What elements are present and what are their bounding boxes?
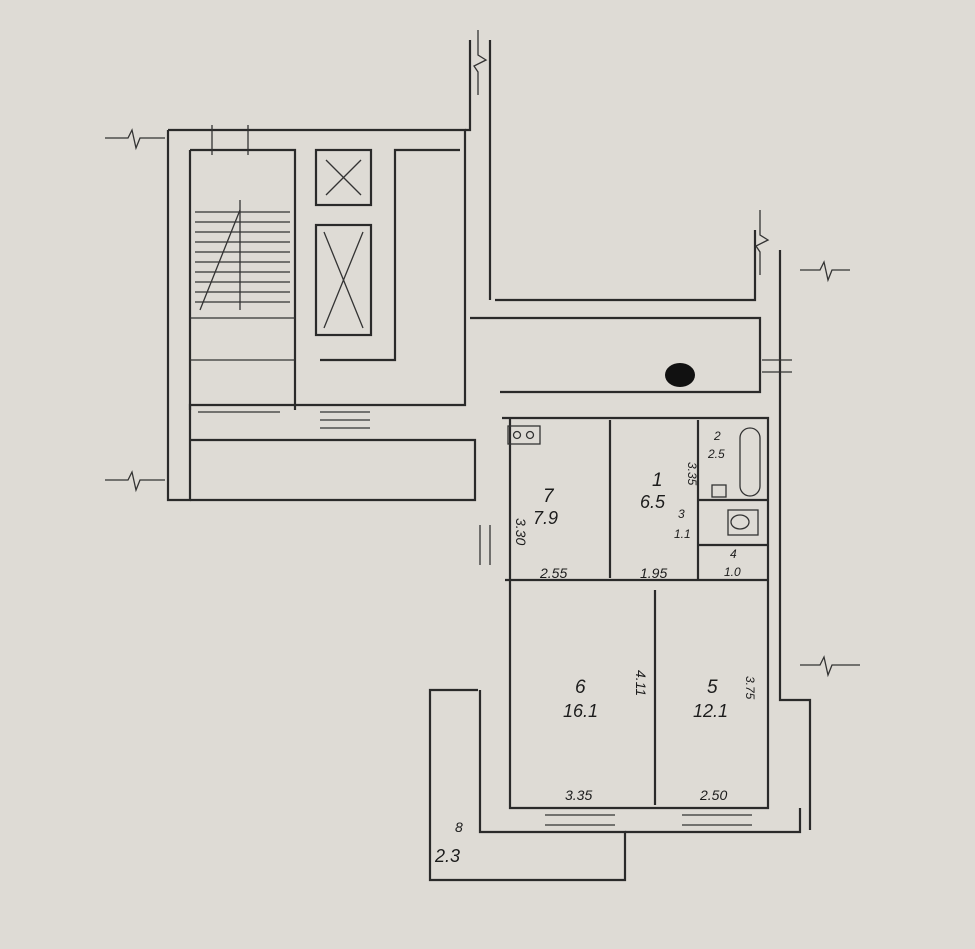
wall-break-markers: [105, 30, 488, 493]
room-2-number: 2: [713, 429, 721, 443]
stove-icon: [507, 425, 541, 445]
toilet-tank-icon: [727, 509, 759, 536]
room-5-number: 5: [707, 677, 718, 698]
room-1-number: 1: [652, 470, 663, 491]
room-5-area: 12.1: [693, 701, 728, 721]
room-2-area: 2.5: [707, 447, 725, 461]
corridor-break-markers: [755, 210, 860, 678]
dim-room-6-width: 3.35: [565, 787, 592, 803]
room-3-number: 3: [678, 507, 685, 521]
dim-room-1-width: 1.95: [640, 565, 667, 581]
room-4-area: 1.0: [724, 565, 741, 579]
dim-room-7-height: 3.30: [513, 518, 529, 545]
apartment: [428, 359, 802, 882]
dimension-labels: 3.30 2.55 1.95 3.35 4.11 3.75 3.35 2.50: [513, 462, 757, 803]
toilet-icon: [730, 514, 750, 530]
room-3-area: 1.1: [674, 527, 691, 541]
stairwell-windows: [198, 125, 370, 429]
room-7-number: 7: [543, 486, 555, 507]
room-6-number: 6: [575, 677, 586, 698]
apartment-windows: [479, 359, 792, 826]
room-labels: 7 7.9 1 6.5 2 2.5 3 1.1 4 1.0 6 16.1 5 1…: [434, 429, 741, 866]
room-1-area: 6.5: [640, 492, 666, 512]
room-7-area: 7.9: [533, 508, 558, 528]
room-6-area: 16.1: [563, 701, 598, 721]
dim-room-5-height: 3.75: [743, 676, 757, 700]
room-8-number: 8: [455, 819, 463, 835]
elevator-shaft-large: [314, 223, 373, 337]
room-4-number: 4: [730, 547, 737, 561]
dim-room-7-width: 2.55: [539, 565, 567, 581]
dim-room-1-height: 3.35: [685, 462, 699, 486]
common-corridor: [190, 210, 860, 830]
dim-room-5-width: 2.50: [699, 787, 727, 803]
stairwell-block: [105, 30, 492, 502]
dim-room-6-height: 4.11: [633, 670, 649, 696]
stair-treads: [195, 200, 290, 311]
elevator-shaft-small: [314, 148, 373, 207]
ink-blot: [665, 363, 695, 387]
sink-icon: [711, 484, 727, 498]
room-8-area: 2.3: [434, 846, 460, 866]
bathtub-icon: [739, 427, 761, 497]
